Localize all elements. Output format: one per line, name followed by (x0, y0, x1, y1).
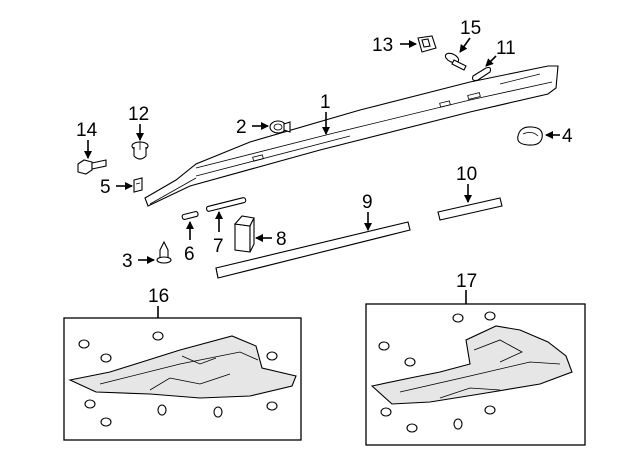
callout-4: 4 (562, 126, 573, 147)
callout-17: 17 (456, 271, 477, 292)
callout-1: 1 (320, 92, 331, 113)
callout-12: 12 (128, 104, 149, 125)
grommet-4 (517, 126, 543, 146)
clip-12 (131, 141, 149, 160)
callout-numbers: 1 2 3 4 5 6 7 8 9 10 11 12 13 14 15 16 1… (76, 18, 573, 307)
callout-10: 10 (456, 164, 477, 185)
callout-arrows (84, 37, 560, 318)
screw-15 (444, 52, 467, 71)
callout-15: 15 (460, 18, 481, 39)
under-cover-16-box (63, 317, 302, 441)
strip-10 (437, 197, 503, 221)
strip-9 (215, 221, 411, 279)
callout-14: 14 (76, 120, 98, 141)
callout-7: 7 (213, 236, 224, 257)
callout-9: 9 (362, 192, 373, 213)
callout-3: 3 (122, 251, 133, 272)
callout-5: 5 (100, 177, 111, 198)
push-pin-3 (156, 240, 172, 264)
callout-2: 2 (236, 117, 247, 138)
clip-5 (133, 177, 143, 193)
nut-clip-13 (417, 35, 437, 53)
callout-16: 16 (148, 286, 169, 307)
callout-6: 6 (184, 244, 195, 265)
clip-2 (269, 120, 291, 134)
rocker-panel-molding (144, 65, 559, 207)
callout-13: 13 (372, 35, 393, 56)
block-8 (233, 215, 255, 253)
callout-11: 11 (496, 38, 516, 59)
callout-8: 8 (276, 229, 287, 250)
tape-6 (181, 210, 199, 220)
pad-11 (472, 66, 492, 82)
under-cover-17-box (365, 303, 586, 446)
bolt-14 (77, 159, 107, 175)
tape-7 (205, 197, 247, 212)
